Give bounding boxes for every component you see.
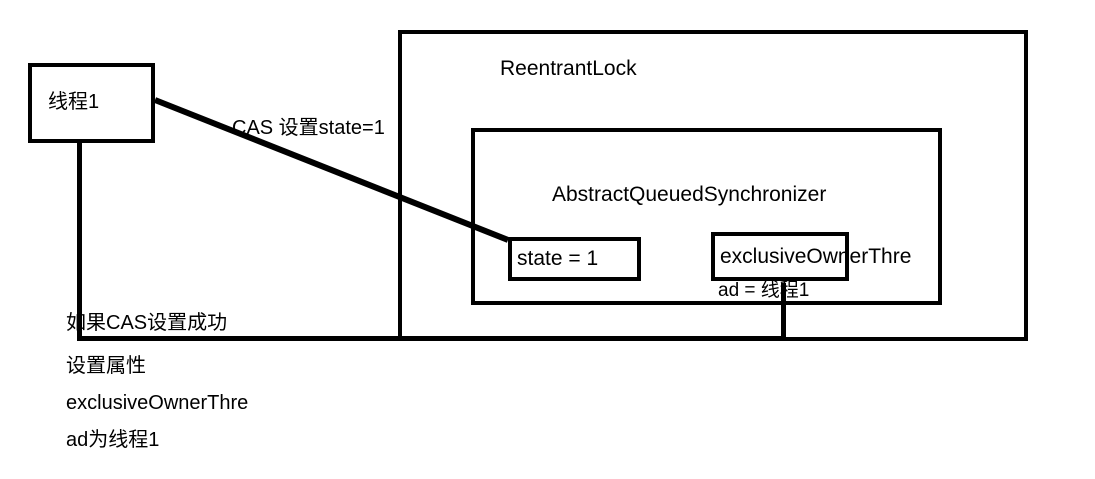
state-field-box xyxy=(508,237,641,281)
owner-riser-connector xyxy=(781,283,786,341)
thread-drop-connector xyxy=(77,143,82,340)
exclusive-owner-thread-field-label: exclusiveOwnerThre xyxy=(720,245,912,268)
thread-box xyxy=(28,63,155,143)
bottom-run-connector xyxy=(77,336,786,341)
annotation-line: ad为线程1 xyxy=(66,429,160,451)
annotation-line: exclusiveOwnerThre xyxy=(66,392,249,414)
annotation-line: 设置属性 xyxy=(66,355,146,377)
exclusive-owner-thread-field-box xyxy=(711,232,849,281)
thread-box-label: 线程1 xyxy=(48,91,100,113)
cas-connector-line xyxy=(153,97,510,243)
cas-connector-label: CAS 设置state=1 xyxy=(232,117,385,139)
reentrant-lock-title: ReentrantLock xyxy=(500,57,637,80)
abstract-queued-synchronizer-title: AbstractQueuedSynchronizer xyxy=(552,183,827,206)
state-field-label: state = 1 xyxy=(517,247,599,270)
exclusive-owner-thread-field-value: ad = 线程1 xyxy=(718,280,810,301)
abstract-queued-synchronizer-container xyxy=(471,128,942,305)
annotation-line: 如果CAS设置成功 xyxy=(66,312,228,334)
